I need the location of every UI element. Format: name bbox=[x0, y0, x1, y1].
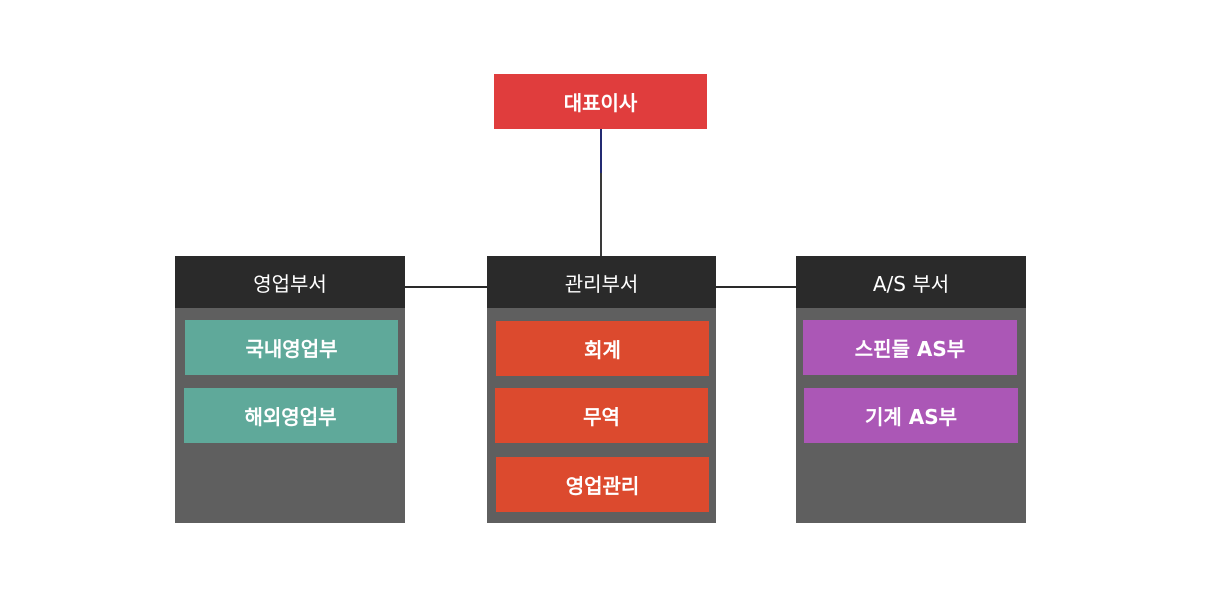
unit-label: 스핀들 AS부 bbox=[854, 337, 966, 361]
connector-ceo-top bbox=[600, 129, 602, 173]
unit-label: 기계 AS부 bbox=[864, 405, 958, 429]
department-sales-title: 영업부서 bbox=[253, 271, 327, 296]
unit-label: 해외영업부 bbox=[244, 405, 337, 429]
department-admin-title: 관리부서 bbox=[564, 271, 639, 296]
ceo-box: 대표이사 bbox=[494, 74, 707, 129]
department-admin-header: 관리부서 bbox=[487, 256, 716, 308]
unit-spindle-as: 스핀들 AS부 bbox=[803, 320, 1017, 375]
unit-sales-management: 영업관리 bbox=[496, 457, 709, 512]
department-as: A/S 부서 스핀들 AS부 기계 AS부 bbox=[796, 256, 1026, 523]
department-admin: 관리부서 회계 무역 영업관리 bbox=[487, 256, 716, 523]
department-as-header: A/S 부서 bbox=[796, 256, 1026, 308]
ceo-label: 대표이사 bbox=[563, 91, 638, 115]
department-as-title: A/S 부서 bbox=[872, 271, 950, 296]
connector-sales bbox=[405, 286, 487, 288]
unit-label: 회계 bbox=[584, 338, 621, 362]
connector-ceo-bottom bbox=[600, 173, 602, 257]
department-sales-header: 영업부서 bbox=[175, 256, 405, 308]
connector-as bbox=[716, 286, 796, 288]
unit-label: 국내영업부 bbox=[245, 337, 338, 361]
department-sales: 영업부서 국내영업부 해외영업부 bbox=[175, 256, 405, 523]
unit-label: 영업관리 bbox=[565, 474, 640, 498]
unit-label: 무역 bbox=[583, 405, 620, 429]
unit-overseas-sales: 해외영업부 bbox=[184, 388, 397, 443]
unit-machine-as: 기계 AS부 bbox=[804, 388, 1018, 443]
unit-accounting: 회계 bbox=[496, 321, 709, 376]
unit-domestic-sales: 국내영업부 bbox=[185, 320, 398, 375]
unit-trade: 무역 bbox=[495, 388, 708, 443]
